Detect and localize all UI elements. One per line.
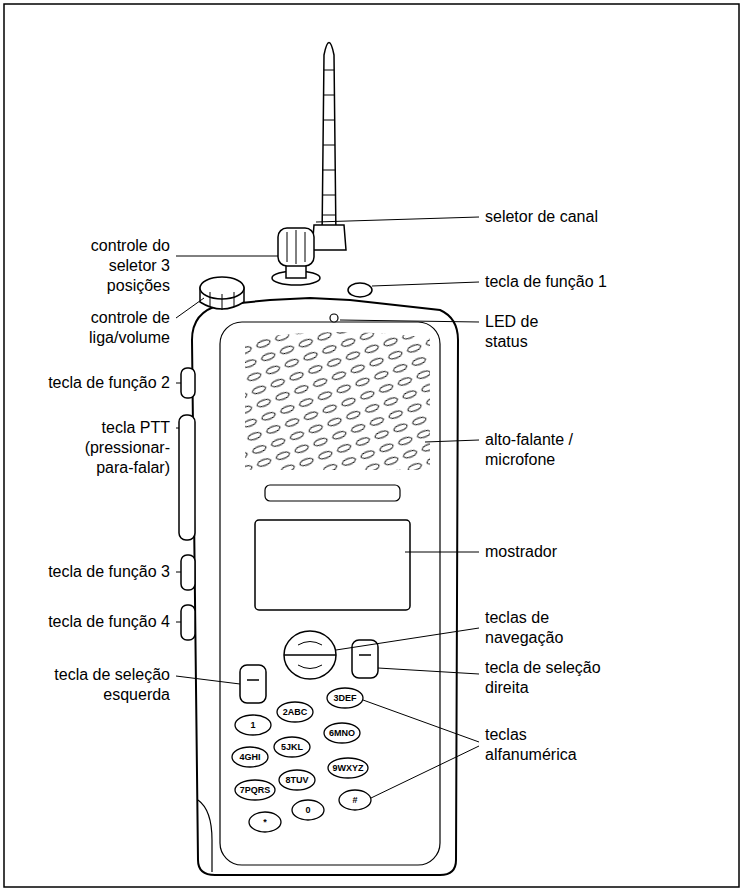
function-key-1 [348,283,372,297]
key-label: 1 [250,720,255,730]
key-label: 4GHI [239,752,260,762]
front-face [220,322,440,865]
key-label: 2ABC [283,707,308,717]
key-label: 9WXYZ [332,763,363,773]
part-label: tecla PTT (pressionar-para-falar) [60,418,170,478]
part-label: tecla de seleção direita [485,658,625,698]
key-label: 0 [305,805,310,815]
part-label: tecla de função 3 [48,562,170,582]
slot [265,485,400,501]
leader-lines [176,217,479,798]
key-label: 7PQRS [240,785,271,795]
part-label: alto-falante / microfone [485,430,605,470]
key-label: 3DEF [333,693,356,703]
side-keys [179,368,195,640]
radio-body [192,298,458,875]
key-label: # [352,795,357,805]
part-label: teclas alfanumérica [485,725,595,765]
status-led [330,314,338,322]
part-label: tecla de função 1 [485,272,607,292]
part-label: tecla de seleção esquerda [30,665,170,705]
channel-knob [272,228,320,285]
part-label: tecla de função 4 [48,612,170,632]
part-label: controle do seletor 3 posições [60,236,170,296]
key-label: 5JKL [281,742,303,752]
body-edge [198,800,212,872]
part-label: seletor de canal [485,207,598,227]
part-label: tecla de função 2 [48,373,170,393]
keypad [232,688,371,832]
frame [4,4,739,887]
part-label: controle de liga/volume [60,308,170,348]
part-label: LED de status [485,312,565,352]
antenna [312,43,346,251]
display [255,520,410,610]
part-label: teclas de navegação [485,608,585,648]
key-label: * [263,817,267,827]
volume-knob [200,277,244,310]
key-label: 6MNO [329,728,355,738]
part-label: mostrador [485,542,557,562]
key-label: 8TUV [285,775,308,785]
speaker-grille [245,332,430,470]
